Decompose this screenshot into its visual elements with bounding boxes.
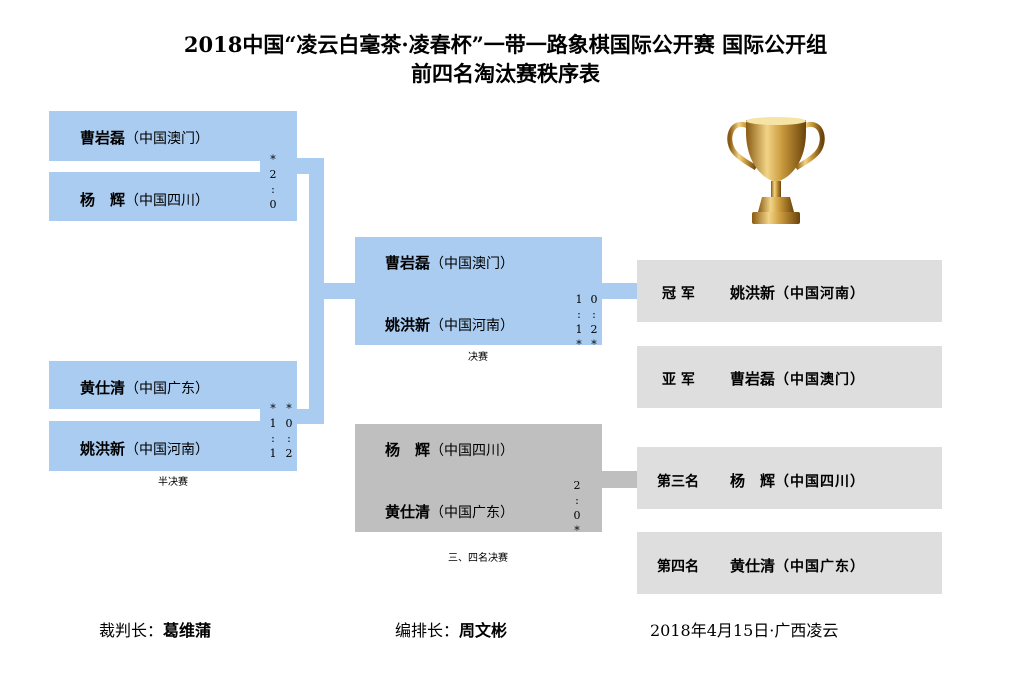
page-title: 2018中国“凌云白毫茶·凌春杯”一带一路象棋国际公开赛 国际公开组 [183,32,828,57]
connector-to-third [602,471,637,488]
semifinal2-score-left: *1:1 [269,402,277,460]
connector-vertical [309,158,324,424]
result-player-3: 杨 辉（中国四川） [730,472,866,490]
semifinal2-score-right: *0:2 [285,402,293,460]
result-row-third [637,447,942,509]
chief-arranger: 编排长：周文彬 [395,621,508,640]
result-player-2: 曹岩磊（中国澳门） [730,370,866,388]
semifinal2-bottom-box [49,421,297,471]
semifinal1-top-player: 曹岩磊（中国澳门） [80,129,210,147]
third-place-score: 2:0* [573,479,581,537]
semifinal2-top-player: 黄仕清（中国广东） [80,379,210,397]
connector-to-final [324,283,355,299]
third-place-top-player: 杨 辉（中国四川） [385,441,515,459]
result-rank-2: 亚 军 [662,372,695,388]
third-place-caption: 三、四名决赛 [448,553,508,564]
result-row-champion [637,260,942,322]
third-place-bottom-player: 黄仕清（中国广东） [385,503,515,521]
page-subtitle: 前四名淘汰赛秩序表 [411,61,600,86]
connector-to-champion [602,283,637,299]
semifinal2-bottom-player: 姚洪新（中国河南） [80,440,210,458]
result-player-4: 黄仕清（中国广东） [730,557,866,575]
final-box [355,237,602,345]
final-score-left: 1:1* [575,293,583,351]
final-caption: 决赛 [468,352,488,363]
final-score-right: 0:2* [590,293,598,351]
semifinal1-score: *2:0 [269,153,277,211]
result-row-fourth [637,532,942,594]
result-player-1: 姚洪新（中国河南） [730,284,866,302]
chief-referee: 裁判长：葛维蒲 [99,621,212,640]
semifinal2-score-strip [260,409,297,421]
result-rank-4: 第四名 [657,559,699,575]
semifinal1-score-strip [260,161,297,172]
semifinal1-top-box [49,111,297,161]
result-rank-3: 第三名 [657,474,699,490]
semifinal-caption: 半决赛 [158,477,188,488]
third-place-box [355,424,602,532]
result-row-runner-up [637,346,942,408]
final-top-player: 曹岩磊（中国澳门） [385,254,515,272]
date-place: 2018年4月15日·广西凌云 [650,621,839,640]
semifinal1-bottom-box [49,172,297,221]
final-bottom-player: 姚洪新（中国河南） [385,316,515,334]
result-rank-1: 冠 军 [662,286,695,302]
semifinal2-top-box [49,361,297,409]
semifinal1-bottom-player: 杨 辉（中国四川） [80,191,210,209]
trophy-icon [727,117,825,224]
